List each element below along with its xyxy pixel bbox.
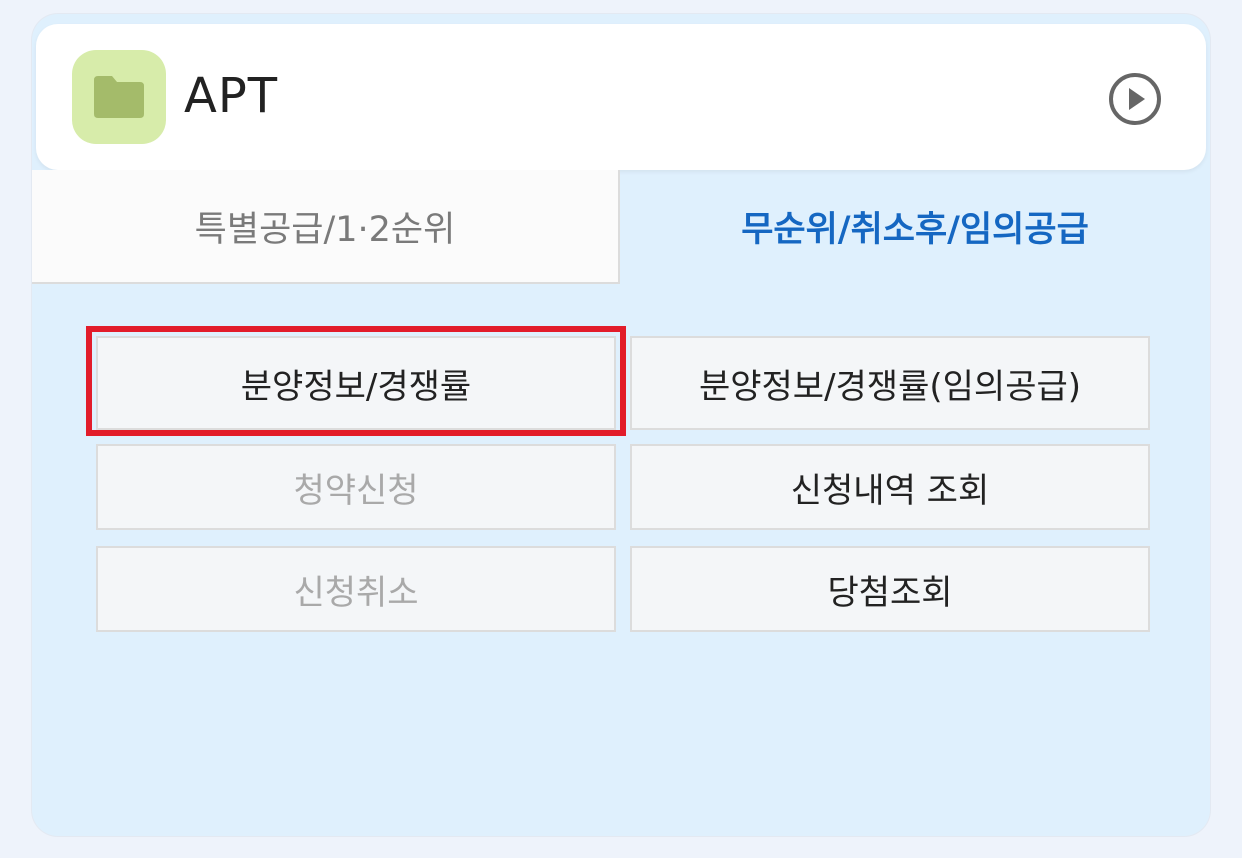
play-circle-icon (1109, 73, 1161, 125)
apply-button[interactable]: 청약신청 (96, 444, 616, 530)
application-history-button[interactable]: 신청내역 조회 (630, 444, 1150, 530)
sale-info-competition-optional-button[interactable]: 분양정보/경쟁률(임의공급) (630, 336, 1150, 430)
app-icon-tile (72, 50, 166, 144)
winner-lookup-button[interactable]: 당첨조회 (630, 546, 1150, 632)
sale-info-competition-button[interactable]: 분양정보/경쟁률 (96, 336, 616, 430)
cancel-application-button[interactable]: 신청취소 (96, 546, 616, 632)
folder-icon (94, 76, 144, 118)
card-header: APT (36, 24, 1206, 170)
tab-special-supply[interactable]: 특별공급/1·2순위 (32, 170, 620, 284)
app-title: APT (184, 68, 279, 124)
tab-unranked-supply[interactable]: 무순위/취소후/임의공급 (741, 209, 1089, 250)
play-button[interactable] (1108, 72, 1162, 126)
apt-card: APT 특별공급/1·2순위 무순위/취소후/임의공급 분양정보/경쟁률 분양정… (32, 14, 1210, 836)
